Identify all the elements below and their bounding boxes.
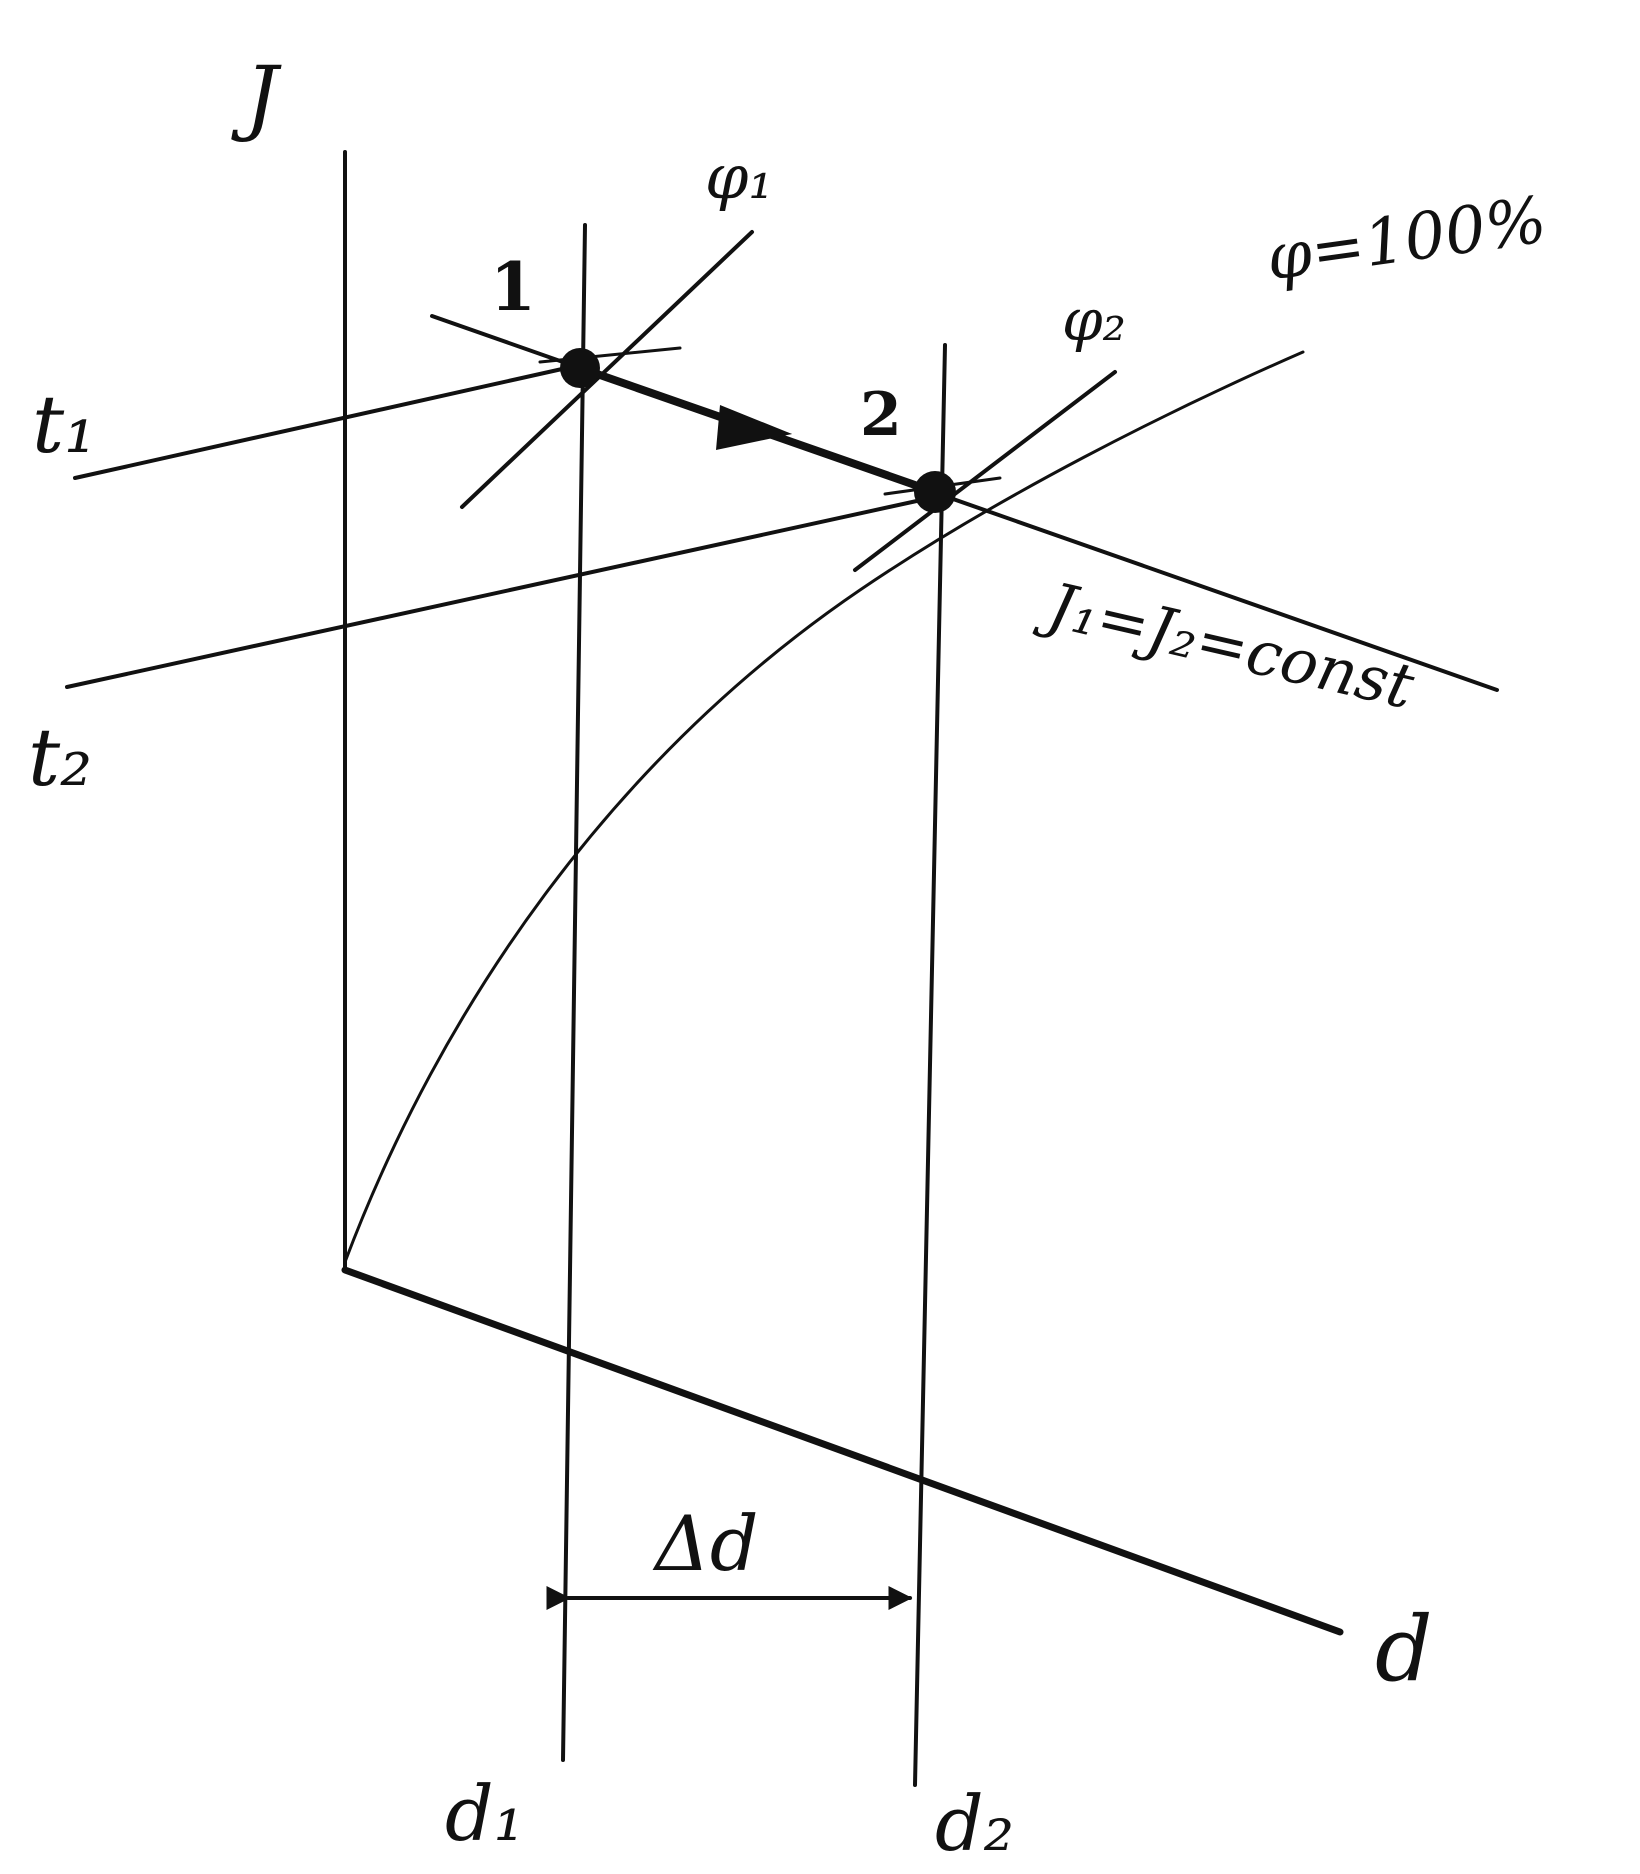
axis-j-label: J <box>231 50 282 145</box>
phi100-label: φ=100% <box>1262 183 1551 295</box>
d2-label: d₂ <box>935 1779 1014 1868</box>
d-axis <box>341 1266 1344 1636</box>
point1-label: 1 <box>490 248 536 326</box>
phi1-label: φ₁ <box>705 140 773 213</box>
state-point-1 <box>560 348 600 388</box>
t2-label: t₂ <box>28 711 92 804</box>
t1-label: t₁ <box>32 378 96 471</box>
point1-tick <box>538 346 682 364</box>
point2-label: 2 <box>860 380 902 450</box>
axis-d-label: d <box>1375 1597 1433 1702</box>
humidity-line-phi1 <box>460 230 754 509</box>
enthalpy-const-label: J₁=J₂=const <box>1031 566 1421 723</box>
delta-d-label: Δd <box>652 1499 759 1588</box>
process-arrowhead-tip <box>716 405 792 450</box>
isotherm-t1 <box>73 363 582 480</box>
isotherm-t2 <box>65 495 937 689</box>
saturation-curve <box>343 350 1305 1264</box>
phi2-label: φ₂ <box>1062 286 1126 354</box>
humidity-line-phi2 <box>853 370 1117 572</box>
state-point-2 <box>914 471 956 513</box>
d2-line <box>913 343 947 1787</box>
d1-label: d₁ <box>445 1769 524 1858</box>
d1-line <box>561 223 587 1762</box>
